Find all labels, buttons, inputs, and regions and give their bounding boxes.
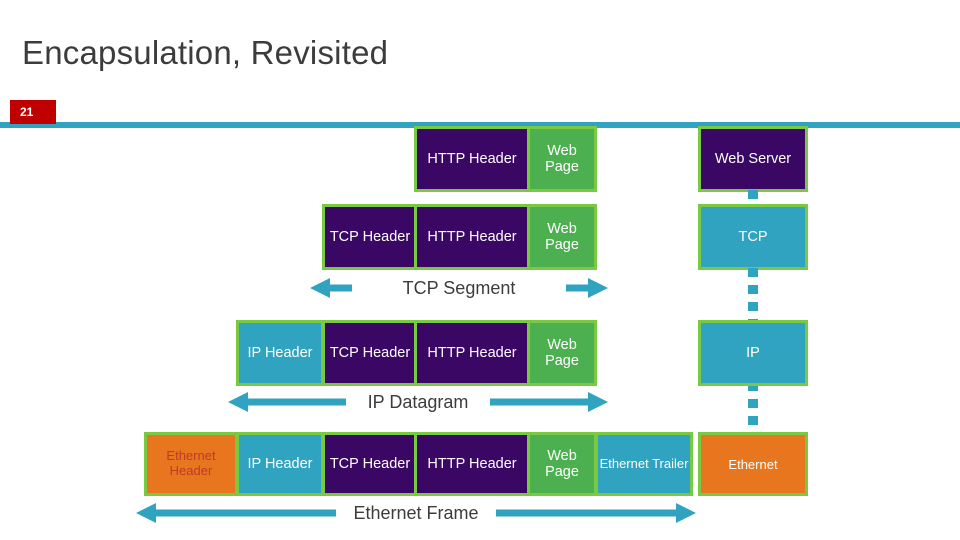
block-ip-header-row4: IP Header bbox=[236, 432, 324, 496]
right-label-tcp: TCP bbox=[698, 204, 808, 270]
ip-datagram-label: IP Datagram bbox=[367, 392, 469, 412]
right-label-ethernet: Ethernet bbox=[698, 432, 808, 496]
dotted-connector-ip-ethernet bbox=[748, 382, 758, 432]
block-tcp-header-row2: TCP Header bbox=[322, 204, 418, 270]
title-divider bbox=[0, 122, 960, 128]
right-label-web-server: Web Server bbox=[698, 126, 808, 192]
ethernet-frame-label: Ethernet Frame bbox=[353, 503, 479, 523]
right-label-ip: IP bbox=[698, 320, 808, 386]
block-http-header-row4: HTTP Header bbox=[414, 432, 530, 496]
ethernet-frame-arrow bbox=[136, 500, 696, 526]
block-web-page-row2: Web Page bbox=[527, 204, 597, 270]
block-ip-header-row3: IP Header bbox=[236, 320, 324, 386]
page-title: Encapsulation, Revisited bbox=[22, 34, 389, 71]
block-ethernet-trailer-row4: Ethernet Trailer bbox=[595, 432, 693, 496]
dotted-connector-tcp-ip bbox=[748, 268, 758, 322]
block-ethernet-header-row4: Ethernet Header bbox=[144, 432, 238, 496]
tcp-segment-arrow bbox=[310, 275, 608, 301]
block-tcp-header-row4: TCP Header bbox=[322, 432, 418, 496]
dotted-connector-webserver-tcp bbox=[748, 190, 758, 206]
block-http-header-row2: HTTP Header bbox=[414, 204, 530, 270]
block-http-header-row1: HTTP Header bbox=[414, 126, 530, 192]
block-web-page-row3: Web Page bbox=[527, 320, 597, 386]
ip-datagram-arrow bbox=[228, 389, 608, 415]
block-web-page-row1: Web Page bbox=[527, 126, 597, 192]
slide-number-badge: 21 bbox=[10, 100, 56, 124]
block-http-header-row3: HTTP Header bbox=[414, 320, 530, 386]
tcp-segment-label: TCP Segment bbox=[402, 278, 516, 298]
block-tcp-header-row3: TCP Header bbox=[322, 320, 418, 386]
block-web-page-row4: Web Page bbox=[527, 432, 597, 496]
